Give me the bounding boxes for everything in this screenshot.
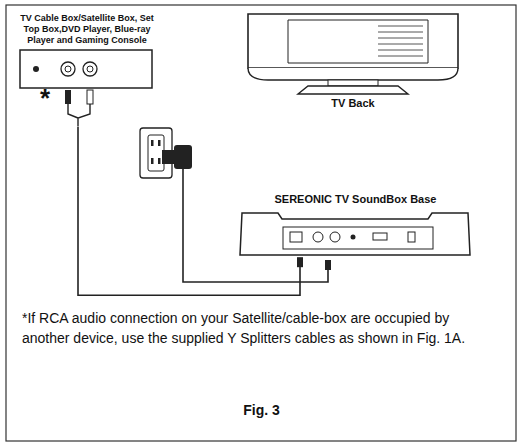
frame-border [6, 5, 516, 441]
soundbox-base: SEREONIC TV SoundBox Base [238, 192, 473, 259]
device-drawing [12, 46, 162, 126]
device-drawing [238, 207, 473, 259]
figure-caption: Fig. 3 [0, 402, 523, 418]
audio-plug [297, 257, 303, 267]
device-drawing [228, 8, 478, 96]
source-device: TV Cable Box/Satellite Box, Set Top Box,… [12, 12, 162, 126]
device-label: TV Cable Box/Satellite Box, Set Top Box,… [12, 12, 162, 46]
rca-cable [78, 126, 300, 295]
device-label: TV Back [228, 96, 478, 111]
note-text: *If RCA audio connection on your Satelli… [22, 308, 500, 349]
tv-set: TV Back [228, 8, 478, 111]
footnote-marker: * [40, 80, 60, 118]
device-label: SEREONIC TV SoundBox Base [238, 192, 473, 207]
